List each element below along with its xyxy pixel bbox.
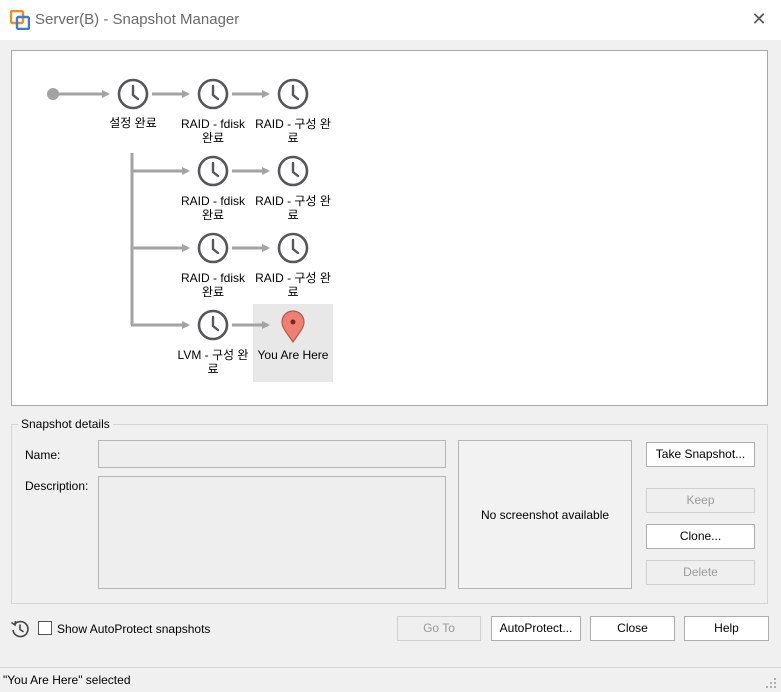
close-window-button[interactable]: ✕	[751, 9, 767, 29]
status-bar-divider	[0, 667, 781, 668]
autoprotect-button[interactable]: AutoProtect...	[491, 616, 581, 641]
help-button[interactable]: Help	[684, 616, 769, 641]
snapshot-clock-icon	[197, 232, 229, 264]
close-button[interactable]: Close	[590, 616, 675, 641]
snapshot-details-title: Snapshot details	[18, 417, 113, 431]
keep-button[interactable]: Keep	[646, 488, 755, 513]
snapshot-details-group	[11, 424, 768, 604]
you-are-here-pin-icon	[281, 310, 305, 344]
snapshot-clock-icon	[197, 155, 229, 187]
description-label: Description:	[25, 479, 89, 493]
snapshot-clock-icon	[197, 78, 229, 110]
resize-grip-icon[interactable]	[763, 675, 777, 689]
snapshot-clock-icon	[117, 78, 149, 110]
snapshot-clock-icon	[277, 155, 309, 187]
window-title: Server(B) - Snapshot Manager	[35, 11, 240, 28]
name-label: Name:	[25, 448, 61, 462]
description-field[interactable]	[98, 476, 446, 589]
take-snapshot-button[interactable]: Take Snapshot...	[646, 442, 755, 467]
snapshot-clock-icon	[197, 309, 229, 341]
you-are-here-label[interactable]: You Are Here	[257, 348, 329, 362]
delete-button[interactable]: Delete	[646, 560, 755, 585]
history-icon	[10, 619, 30, 639]
title-bar	[0, 0, 781, 40]
vmware-logo-icon	[9, 9, 31, 31]
autoprotect-checkbox[interactable]	[38, 621, 52, 635]
no-screenshot-text: No screenshot available	[480, 507, 610, 522]
goto-button[interactable]: Go To	[397, 616, 481, 641]
status-text: "You Are Here" selected	[3, 673, 131, 687]
clone-button[interactable]: Clone...	[646, 524, 755, 549]
snapshot-tree-graph	[47, 78, 309, 344]
screenshot-preview: No screenshot available	[458, 440, 632, 589]
autoprotect-checkbox-label[interactable]: Show AutoProtect snapshots	[57, 622, 211, 636]
snapshot-clock-icon	[277, 232, 309, 264]
snapshot-node-label[interactable]: 설정 완료	[109, 116, 157, 130]
snapshot-clock-icon	[277, 78, 309, 110]
name-field[interactable]	[98, 440, 446, 468]
